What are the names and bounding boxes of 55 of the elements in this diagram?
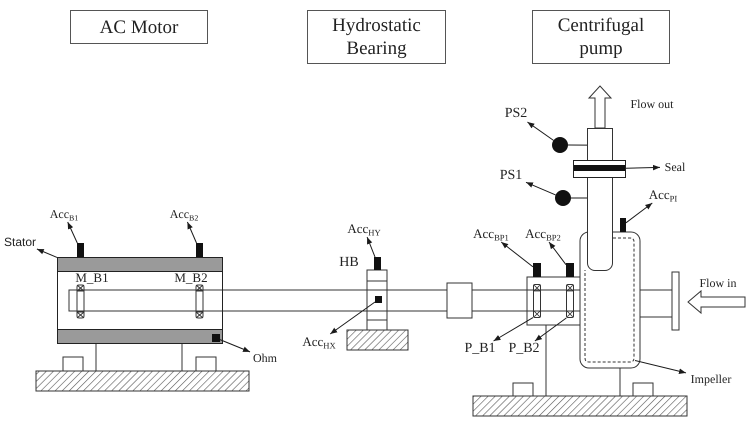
sensor-label: PS1 xyxy=(496,168,526,184)
bearing-label: M_B1 xyxy=(74,271,110,284)
sensor-label: Ohm xyxy=(250,351,280,365)
bearing-label: HB xyxy=(338,255,360,271)
bearing xyxy=(533,284,541,318)
part-label: Stator xyxy=(1,235,39,249)
sensor-label: Acc$_{PI}$ xyxy=(644,187,682,203)
leader-arrow xyxy=(626,164,660,170)
leader-arrow xyxy=(526,182,556,196)
flow-label: Flow out xyxy=(629,97,674,111)
leader-arrow xyxy=(634,360,686,374)
seal xyxy=(573,160,626,178)
sensor-dot xyxy=(552,137,568,153)
leader-arrow xyxy=(330,302,376,334)
sensor xyxy=(375,296,382,303)
sensor xyxy=(620,218,626,232)
bearing xyxy=(566,284,574,318)
leader-arrow xyxy=(366,236,376,258)
sensor-label: Acc$_{HY}$ xyxy=(343,221,385,237)
leader-arrow xyxy=(36,248,58,258)
sensor-label: Acc$_{BP1}$ xyxy=(468,226,514,242)
heading-text: AC Motor xyxy=(100,16,178,38)
stator-housing xyxy=(57,257,223,344)
sensor xyxy=(374,257,381,270)
leader-arrow xyxy=(493,317,534,342)
heading-text: Hydrostatic Bearing xyxy=(331,14,422,60)
bearing-label: P_B2 xyxy=(505,341,543,357)
sensor-label: Acc$_{B2}$ xyxy=(166,206,202,222)
heading-box xyxy=(532,10,670,64)
leader-arrow xyxy=(186,222,197,244)
sensor-label: PS2 xyxy=(501,106,531,122)
leader-arrow xyxy=(526,122,554,141)
sensor-dot xyxy=(555,190,571,206)
heading-box xyxy=(70,10,208,44)
sensor xyxy=(566,263,574,277)
sensor-label: Acc$_{HX}$ xyxy=(298,334,340,350)
sensor-label: Acc$_{BP2}$ xyxy=(520,226,566,242)
flow-arrow xyxy=(588,85,612,128)
bearing-label: P_B1 xyxy=(461,341,499,357)
heading-box xyxy=(307,10,446,64)
sensor xyxy=(77,243,84,257)
bearing-label: M_B2 xyxy=(173,271,209,284)
sensor xyxy=(196,243,203,257)
leader-arrow xyxy=(534,318,567,342)
sensor xyxy=(533,263,541,277)
leader-arrow xyxy=(67,222,78,244)
part-label: Seal xyxy=(660,160,690,174)
sensor-label: Acc$_{B1}$ xyxy=(47,206,81,222)
heading-text: Centrifugal pump xyxy=(556,14,646,60)
flow-label: Flow in xyxy=(698,276,738,290)
impeller-outline xyxy=(584,237,635,363)
part-label: Impeller xyxy=(686,372,736,386)
leader-arrow xyxy=(500,242,534,268)
connection-line xyxy=(568,144,588,146)
sensor xyxy=(212,334,220,342)
